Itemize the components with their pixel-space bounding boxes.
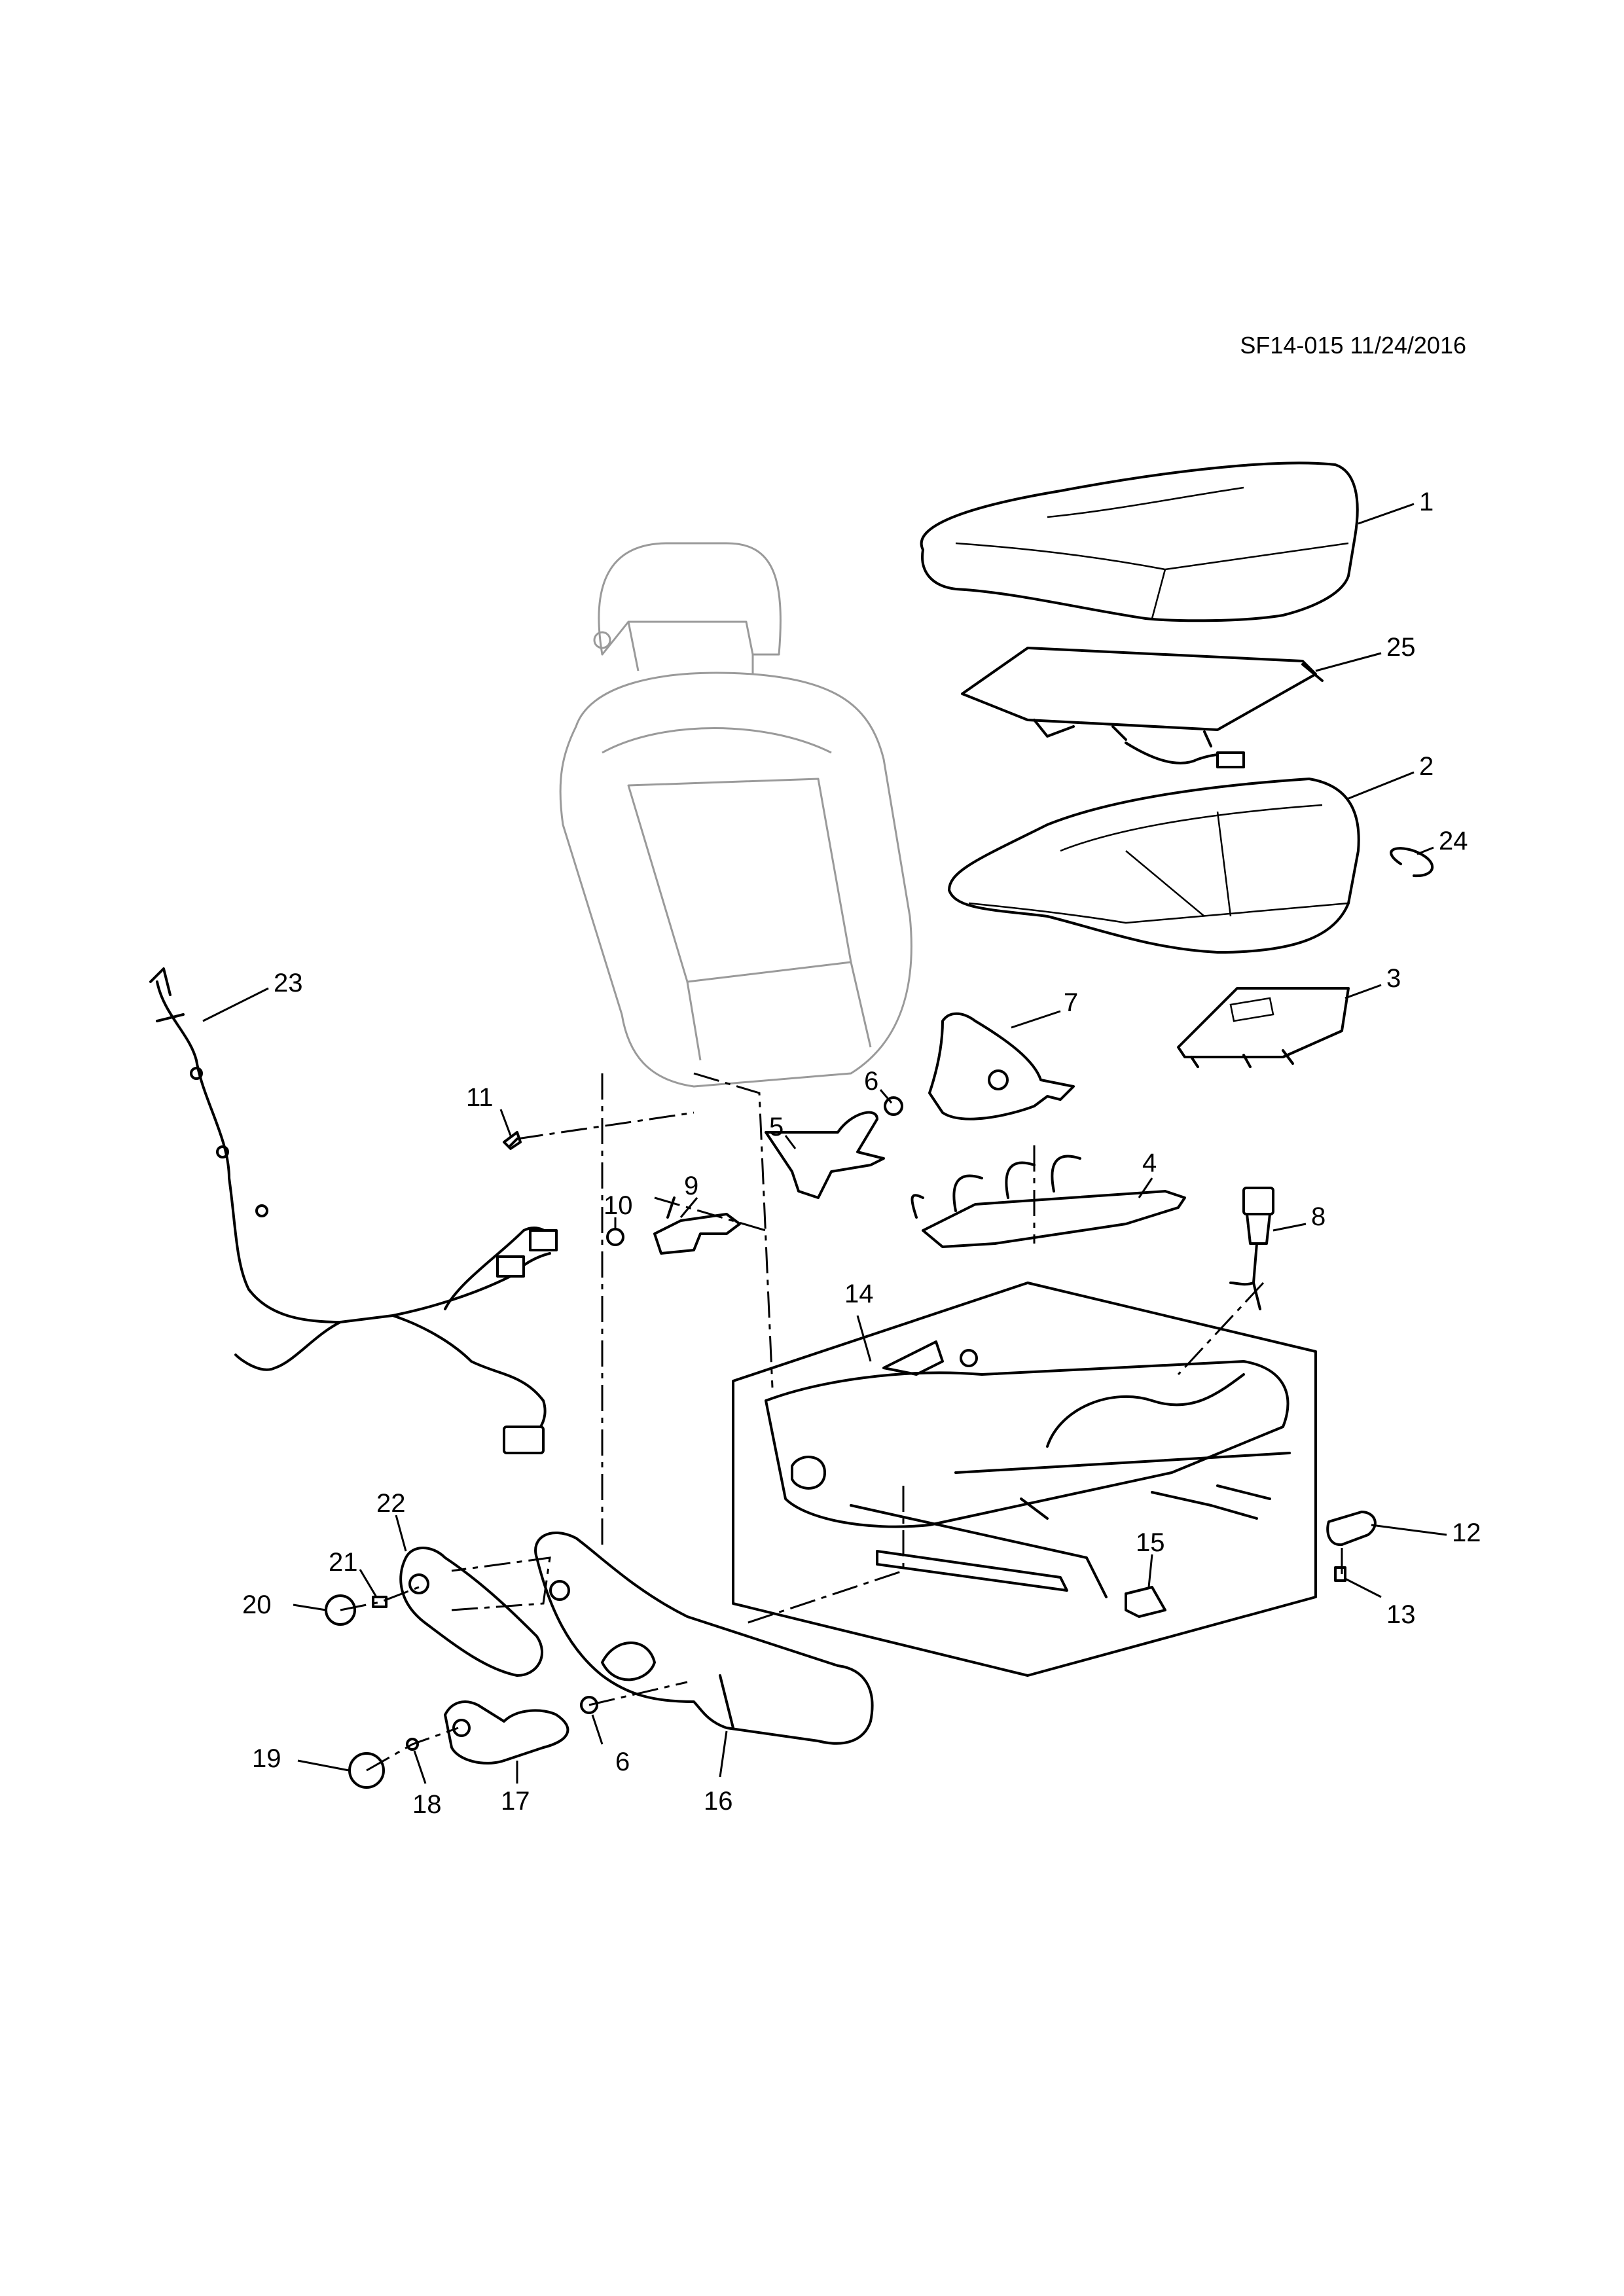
callout-6-upper: 6 [864, 1067, 878, 1096]
callout-6-lower: 6 [615, 1748, 630, 1776]
seat-cushion-foam [948, 778, 1360, 954]
callout-13: 13 [1386, 1600, 1416, 1629]
callout-5: 5 [769, 1113, 784, 1141]
callout-15: 15 [1136, 1528, 1165, 1557]
seat-adjuster-frame-group [732, 1282, 1317, 1677]
clip [1125, 1586, 1166, 1618]
callout-1: 1 [1419, 488, 1434, 516]
seat-pan-sensor [961, 647, 1324, 768]
callout-12: 12 [1452, 1518, 1481, 1547]
callout-4: 4 [1142, 1149, 1157, 1177]
recliner-lever [399, 1547, 544, 1677]
callout-14: 14 [844, 1280, 874, 1308]
side-shield-bracket [928, 1012, 1075, 1121]
adjuster-handle [1326, 1511, 1377, 1547]
seat-cushion-cover [920, 461, 1359, 622]
screw-upper [884, 1096, 903, 1116]
handle-lever [444, 1700, 569, 1765]
seat-belt-buckle [1229, 1187, 1274, 1310]
seat-back-outline [559, 542, 912, 1088]
hog-ring [1390, 847, 1434, 878]
callout-18: 18 [412, 1790, 442, 1819]
screw-handle [1334, 1566, 1346, 1582]
callout-10: 10 [604, 1191, 633, 1220]
nut [606, 1228, 624, 1246]
callout-22: 22 [376, 1489, 406, 1518]
callout-9: 9 [684, 1172, 698, 1200]
callout-11: 11 [466, 1083, 494, 1112]
callout-24: 24 [1439, 827, 1468, 855]
callout-2: 2 [1419, 752, 1434, 781]
wiring-harness [149, 967, 558, 1454]
occupant-sensor-module [1177, 987, 1350, 1068]
callout-21: 21 [329, 1548, 358, 1577]
outer-side-trim-panel [534, 1531, 874, 1745]
alignment-lines [340, 1072, 1343, 1772]
trim-cover [765, 1111, 885, 1199]
callout-3: 3 [1386, 964, 1401, 993]
callout-labels: 1 25 2 24 3 7 6 5 4 8 9 10 11 23 14 15 1… [242, 488, 1481, 1819]
callout-23: 23 [274, 969, 303, 997]
callout-17: 17 [501, 1787, 530, 1816]
callout-16: 16 [704, 1787, 733, 1816]
callout-8: 8 [1311, 1202, 1326, 1231]
seat-spring-suspension [911, 1155, 1186, 1248]
callout-25: 25 [1386, 633, 1416, 662]
callout-7: 7 [1064, 988, 1078, 1017]
callout-20: 20 [242, 1590, 272, 1619]
screw-lever [372, 1596, 388, 1608]
bracket [653, 1196, 741, 1255]
callout-19: 19 [252, 1744, 281, 1773]
bolt [503, 1131, 522, 1150]
figure-reference: SF14-015 11/24/2016 [1240, 332, 1466, 359]
leader-lines [202, 503, 1447, 1784]
